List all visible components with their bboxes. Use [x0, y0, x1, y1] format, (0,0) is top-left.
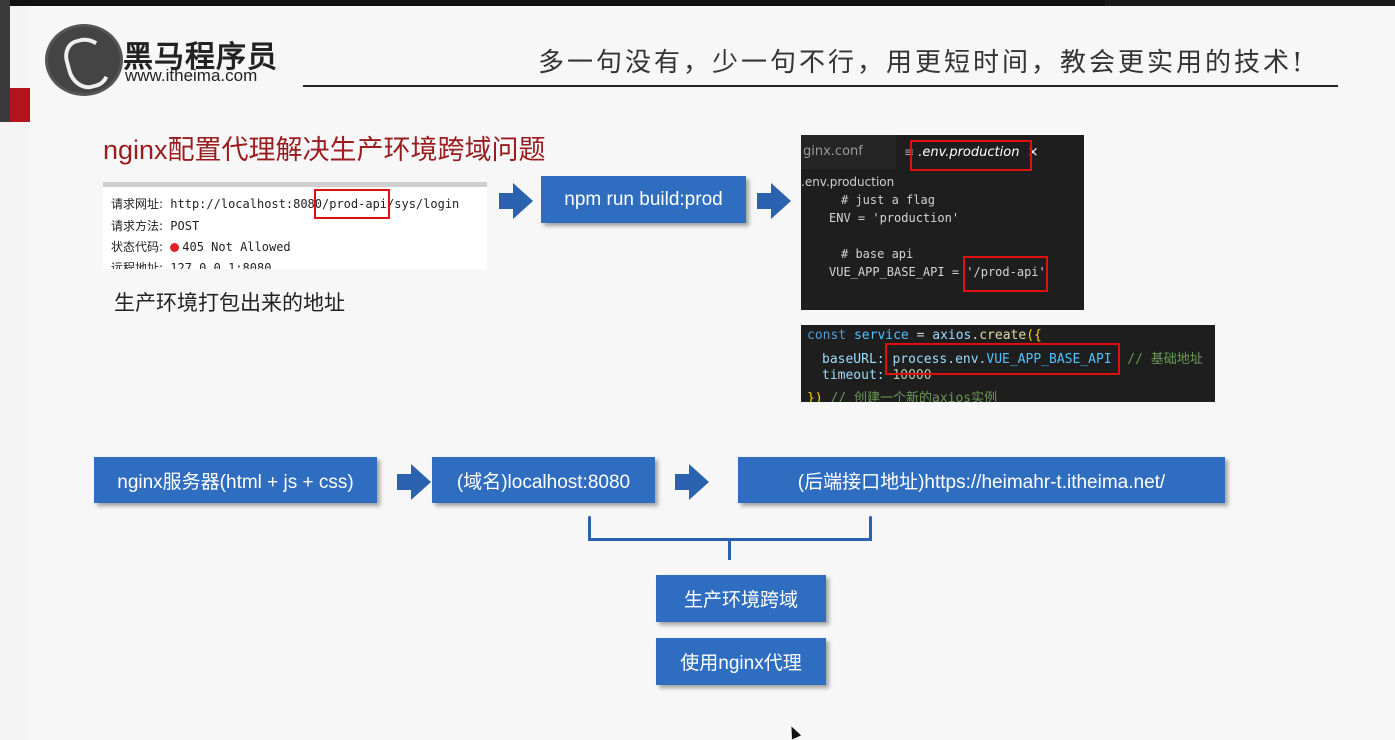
code-line: VUE_APP_BASE_API = '/prod-api'	[829, 265, 1046, 279]
cross-domain-box: 生产环境跨域	[656, 575, 826, 622]
env-production-panel: ginx.conf ≡ .env.production × .env.produ…	[801, 135, 1084, 310]
highlight-env-tab	[910, 140, 1032, 171]
nginx-proxy-box: 使用nginx代理	[656, 638, 826, 685]
domain-box: (域名)localhost:8080	[432, 457, 655, 503]
breadcrumb: .env.production	[801, 175, 895, 189]
tab-nginx-conf[interactable]: ginx.conf	[803, 144, 863, 159]
code-line: ENV = 'production'	[829, 211, 960, 225]
top-bar	[0, 0, 1395, 6]
highlight-prod-api	[314, 189, 390, 219]
left-accent	[10, 88, 30, 122]
header-rule	[303, 85, 1338, 87]
backend-api-box: (后端接口地址)https://heimahr-t.itheima.net/	[738, 457, 1225, 503]
request-method-row: 请求方法: POST	[111, 219, 200, 233]
slide-title: nginx配置代理解决生产环境跨域问题	[103, 135, 546, 165]
code-line: # base api	[841, 247, 914, 261]
status-dot-icon	[170, 243, 180, 252]
code-line: baseURL: process.env.VUE_APP_BASE_API //…	[822, 352, 1203, 367]
caption: 生产环境打包出来的地址	[114, 291, 345, 315]
brace-left	[588, 516, 591, 541]
nginx-server-box: nginx服务器(html + js + css)	[94, 457, 377, 503]
brace-stem	[728, 538, 731, 560]
code-line: }) // 创建一个新的axios实例	[807, 391, 998, 402]
request-url-row: 请求网址: http://localhost:8080/prod-api/sys…	[111, 197, 460, 211]
file-lines-icon: ≡	[904, 145, 915, 159]
axios-code-panel: const service = axios.create({ baseURL: …	[801, 325, 1215, 402]
code-line: # just a flag	[841, 193, 935, 207]
highlight-base-url	[885, 343, 1120, 375]
request-info-panel: 请求网址: http://localhost:8080/prod-api/sys…	[103, 182, 487, 269]
logo-url: www.itheima.com	[125, 66, 258, 85]
logo-text: 黑马程序员	[123, 40, 278, 75]
close-icon[interactable]: ×	[1027, 145, 1039, 160]
highlight-prod-api-value	[963, 256, 1048, 292]
request-status-row: 状态代码: 405 Not Allowed	[111, 240, 291, 254]
build-command-box: npm run build:prod	[541, 176, 746, 223]
code-line: timeout: 10000	[822, 368, 932, 383]
brace-right	[869, 516, 872, 541]
slogan: 多一句没有，少一句不行，用更短时间，教会更实用的技术!	[538, 48, 1306, 78]
code-line: const service = axios.create({	[807, 328, 1042, 343]
logo-icon	[45, 24, 123, 96]
request-remote-row: 远程地址: 127.0.0.1:8080	[111, 261, 272, 269]
left-edge	[0, 0, 10, 122]
